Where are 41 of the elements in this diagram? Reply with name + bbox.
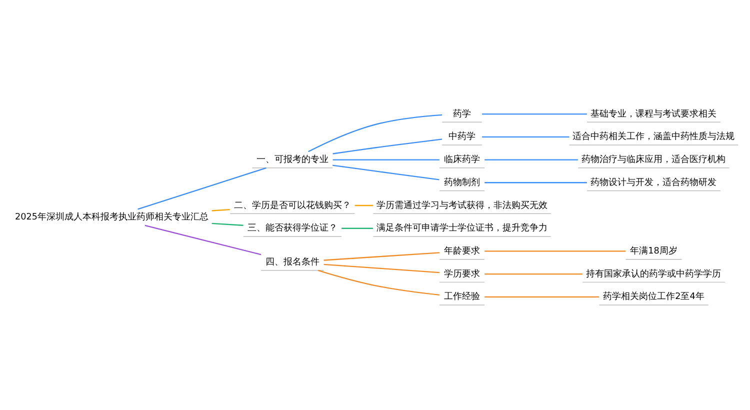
node-text: 四、报名条件 — [265, 257, 320, 268]
node-text: 适合中药相关工作，涵盖中药性质与法规 — [572, 132, 735, 142]
connector — [318, 269, 440, 295]
connector — [484, 250, 626, 252]
node-text: 药物治疗与临床应用，适合医疗机构 — [582, 154, 726, 165]
node-text: 2025年深圳成人本科报考执业药师相关专业汇总 — [15, 212, 208, 222]
connector — [332, 158, 440, 160]
node-text: 药学 — [453, 108, 472, 119]
node-text: 一、可报考的专业 — [256, 154, 328, 165]
connector — [212, 222, 244, 226]
node-text: 学历要求 — [444, 268, 480, 279]
node-text: 药学相关岗位工作2至4年 — [603, 292, 704, 302]
connector — [212, 208, 230, 211]
connector — [482, 112, 587, 114]
connector — [332, 138, 442, 154]
node-text: 持有国家承认的药学或中药学学历 — [586, 268, 722, 279]
node-text: 年龄要求 — [444, 246, 480, 256]
node-text: 二、学历是否可以花钱购买？ — [234, 200, 351, 210]
node-text: 年满18周岁 — [630, 246, 678, 256]
connector — [144, 224, 262, 255]
node-text: 三、能否获得学位证？ — [247, 223, 338, 234]
connector — [484, 296, 600, 298]
node-text: 药物制剂 — [444, 177, 480, 188]
node-text: 基础专业，课程与考试要求相关 — [590, 108, 717, 119]
connector — [324, 263, 440, 273]
node-text: 工作经验 — [444, 292, 480, 302]
node-text: 临床药学 — [444, 154, 480, 165]
connector — [484, 182, 587, 183]
connector — [324, 252, 440, 260]
connector — [482, 136, 570, 137]
connector — [484, 273, 582, 274]
connector — [484, 158, 578, 160]
node-text: 满足条件可申请学士学位证书，提升竞争力 — [376, 223, 548, 234]
connector — [342, 227, 373, 228]
connector — [332, 164, 440, 180]
connector — [354, 204, 374, 206]
connector — [138, 166, 266, 210]
node-text: 中药学 — [448, 132, 476, 142]
node-text: 药物设计与开发，适合药物研发 — [590, 177, 717, 188]
node-text: 学历需通过学习与考试获得，非法购买无效 — [376, 200, 548, 210]
connector — [308, 114, 442, 152]
